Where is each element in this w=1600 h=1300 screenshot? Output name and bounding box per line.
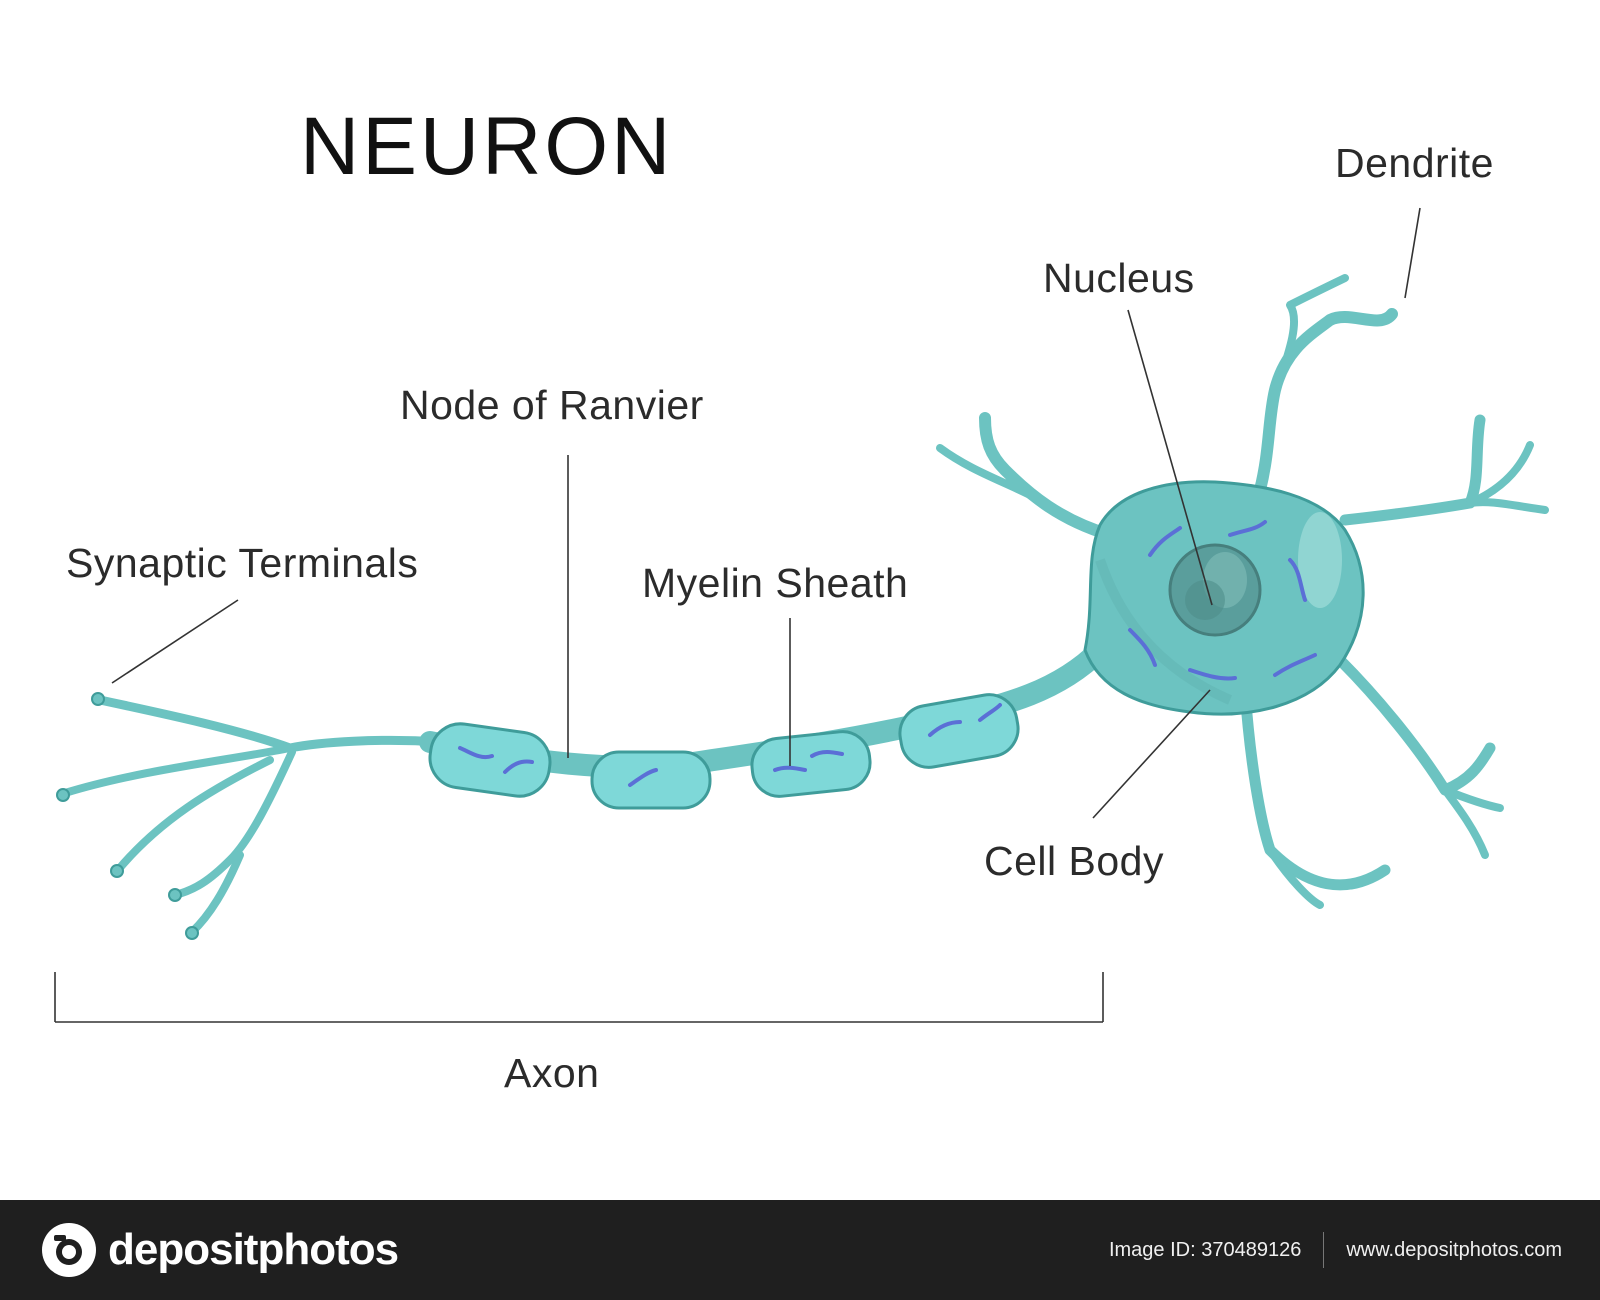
organelles [1128, 520, 1317, 681]
axon-bracket [54, 972, 1104, 1023]
label-axon: Axon [504, 1050, 600, 1096]
neuron-illustration [54, 207, 1549, 1023]
label-node-of-ranvier: Node of Ranvier [400, 382, 704, 428]
label-nucleus: Nucleus [1043, 255, 1195, 301]
myelin-organelles [458, 703, 1002, 787]
footer-divider [1323, 1232, 1325, 1268]
dendrites [936, 274, 1549, 909]
footer-meta: Image ID: 370489126 www.depositphotos.co… [1109, 1200, 1562, 1300]
neuron-diagram: NEURON Dendrite Nucleus Node of Ranvier … [54, 101, 1549, 1096]
label-cell-body: Cell Body [984, 838, 1164, 884]
synaptic-terminals [61, 695, 445, 936]
label-myelin-sheath: Myelin Sheath [642, 560, 909, 606]
label-dendrite: Dendrite [1335, 140, 1494, 186]
label-synaptic-terminals: Synaptic Terminals [66, 540, 419, 586]
website-link[interactable]: www.depositphotos.com [1346, 1238, 1562, 1261]
leader-lines [111, 207, 1421, 819]
camera-icon [42, 1223, 96, 1277]
diagram-title: NEURON [300, 101, 674, 192]
terminal-knobs [56, 692, 199, 940]
brand-name: depositphotos [108, 1225, 399, 1274]
brand: depositphotos [40, 1220, 399, 1280]
image-id: Image ID: 370489126 [1108, 1238, 1302, 1261]
stock-footer: depositphotos Image ID: 370489126 www.de… [0, 1200, 1600, 1300]
